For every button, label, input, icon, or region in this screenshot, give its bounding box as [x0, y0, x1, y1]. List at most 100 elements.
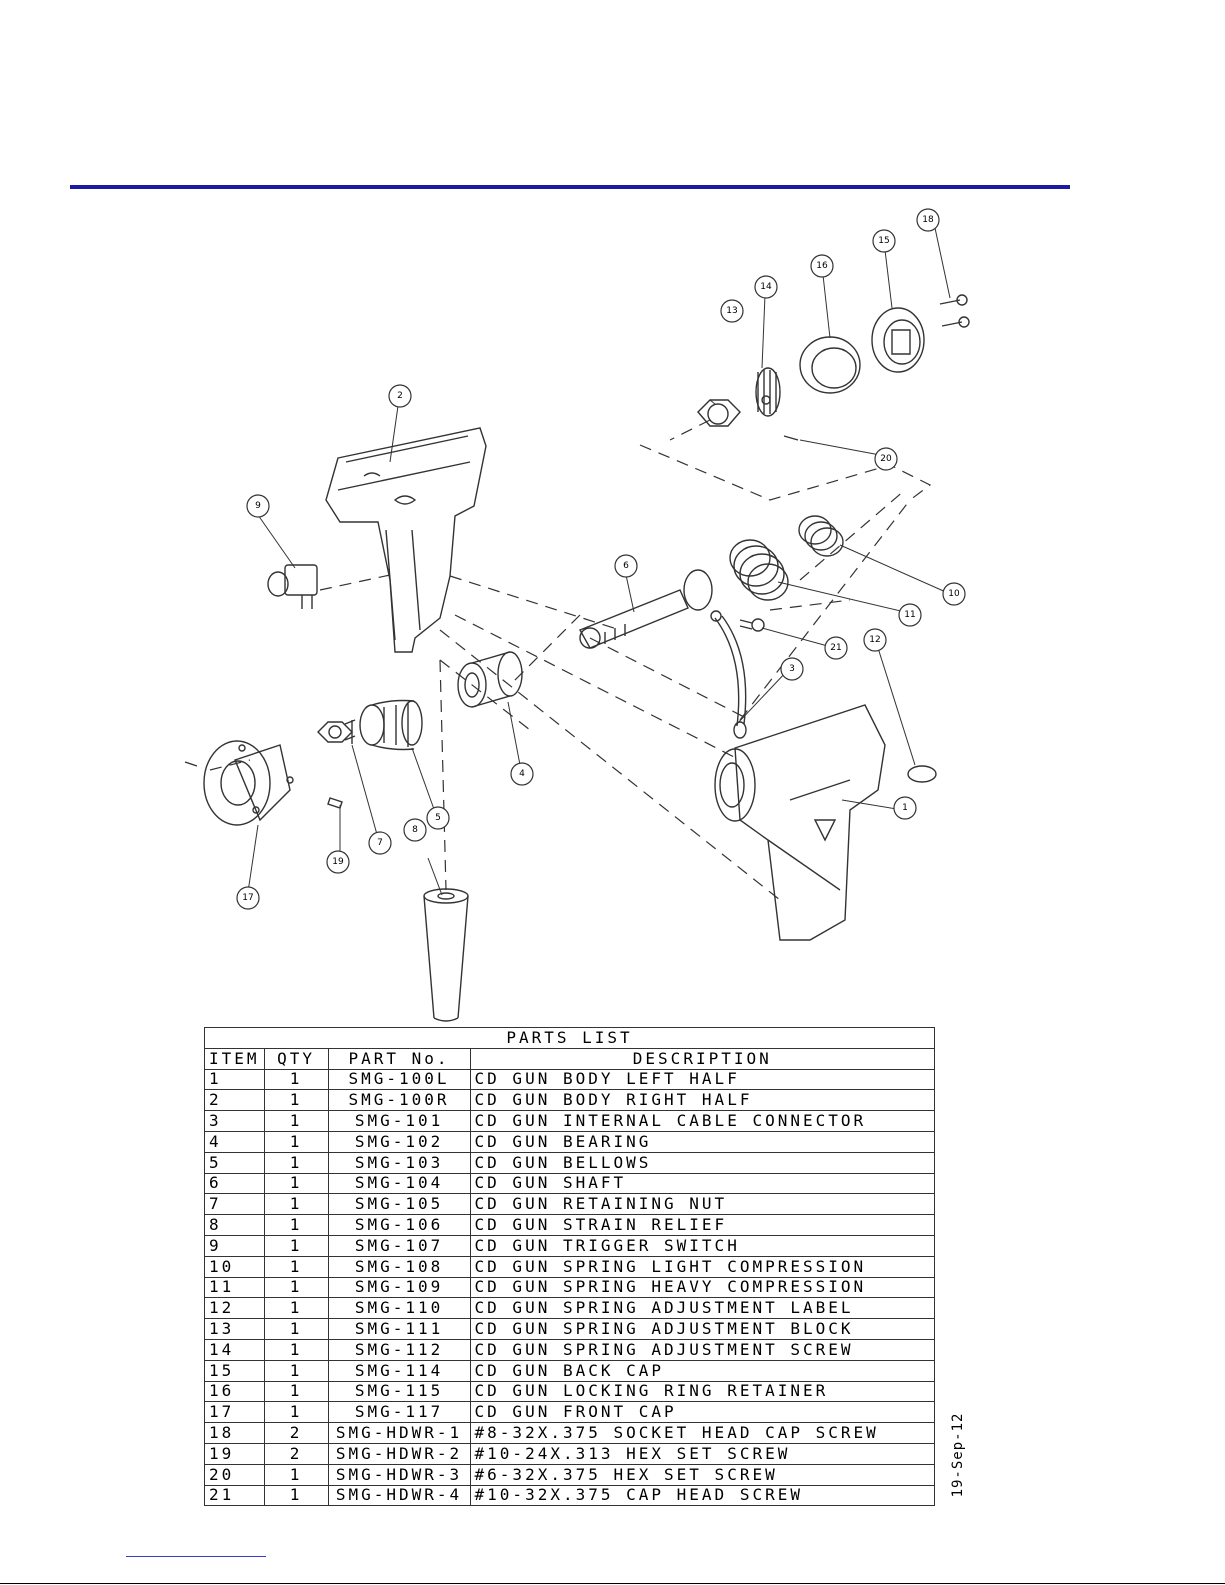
cell-description: CD GUN BACK CAP — [469, 1359, 936, 1382]
cell-part-no: SMG-105 — [327, 1193, 471, 1216]
socket-head-cap-screw-part — [939, 294, 970, 328]
cell-description: CD GUN INTERNAL CABLE CONNECTOR — [469, 1110, 936, 1132]
parts-list-title-row: PARTS LIST — [204, 1027, 935, 1049]
cell-qty: 1 — [263, 1359, 329, 1382]
cell-description: #8-32X.375 SOCKET HEAD CAP SCREW — [469, 1422, 936, 1444]
balloon-5: 5 — [426, 806, 450, 830]
balloon-12-label: 12 — [869, 635, 880, 645]
balloon-2: 2 — [388, 384, 412, 408]
balloon-14-label: 14 — [760, 282, 772, 292]
balloon-7-label: 7 — [377, 838, 383, 848]
cell-qty: 1 — [263, 1130, 329, 1153]
cell-description: CD GUN SHAFT — [469, 1172, 936, 1195]
balloon-12: 12 — [863, 628, 887, 652]
balloon-10: 10 — [942, 582, 966, 606]
cell-part-no: SMG-104 — [327, 1172, 471, 1195]
balloon-9-label: 9 — [255, 501, 261, 511]
cell-item: 1 — [204, 1068, 265, 1091]
body-left-half-part — [714, 704, 886, 941]
cell-qty: 1 — [263, 1151, 329, 1174]
trigger-switch-part — [267, 564, 318, 609]
balloon-14: 14 — [754, 275, 778, 299]
cell-qty: 1 — [263, 1068, 329, 1091]
cell-part-no: SMG-102 — [327, 1130, 471, 1153]
cell-qty: 1 — [263, 1380, 329, 1403]
cell-description: CD GUN FRONT CAP — [469, 1401, 936, 1424]
cell-item: 4 — [204, 1130, 265, 1153]
balloon-6-label: 6 — [623, 561, 629, 571]
cell-item: 17 — [204, 1401, 265, 1424]
cell-qty: 1 — [263, 1089, 329, 1112]
cell-qty: 1 — [263, 1297, 329, 1320]
cell-part-no: SMG-107 — [327, 1234, 471, 1257]
cell-description: CD GUN SPRING ADJUSTMENT LABEL — [469, 1297, 936, 1320]
revision-date: 19-Sep-12 — [948, 1413, 968, 1498]
header-rule — [70, 185, 1070, 189]
cell-qty: 2 — [263, 1442, 329, 1465]
cell-qty: 1 — [263, 1318, 329, 1340]
light-spring-part — [798, 515, 844, 557]
balloon-17: 17 — [236, 886, 260, 910]
cell-qty: 1 — [263, 1276, 329, 1299]
cell-part-no: SMG-HDWR-4 — [327, 1484, 471, 1507]
cell-description: CD GUN TRIGGER SWITCH — [469, 1234, 936, 1257]
balloon-4-label: 4 — [519, 769, 525, 779]
cell-qty: 1 — [263, 1234, 329, 1257]
parts-list-table: PARTS LIST ITEM QTY PART No. DESCRIPTION… — [204, 1027, 936, 1507]
balloon-8-label: 8 — [412, 825, 418, 835]
body-right-half-part — [325, 427, 487, 653]
cell-item: 10 — [204, 1255, 265, 1278]
balloon-7: 7 — [368, 831, 392, 855]
cell-part-no: SMG-108 — [327, 1255, 471, 1278]
cell-qty: 2 — [263, 1422, 329, 1444]
cell-item: 21 — [204, 1484, 265, 1507]
balloon-13-label: 13 — [726, 306, 737, 316]
cell-item: 13 — [204, 1318, 265, 1340]
cell-part-no: SMG-115 — [327, 1380, 471, 1403]
cell-qty: 1 — [263, 1484, 329, 1507]
cell-part-no: SMG-103 — [327, 1151, 471, 1174]
balloon-3: 3 — [780, 657, 804, 681]
cell-description: CD GUN LOCKING RING RETAINER — [469, 1380, 936, 1403]
balloon-18-label: 18 — [922, 215, 934, 225]
balloon-17-label: 17 — [242, 893, 253, 903]
column-header-item: ITEM — [204, 1047, 265, 1070]
cell-item: 19 — [204, 1442, 265, 1465]
balloon-16-label: 16 — [816, 261, 828, 271]
cell-qty: 1 — [263, 1338, 329, 1361]
balloon-19: 19 — [326, 850, 350, 874]
balloon-5-label: 5 — [435, 813, 441, 823]
balloon-20-label: 20 — [880, 454, 892, 464]
cell-item: 8 — [204, 1214, 265, 1236]
cell-qty: 1 — [263, 1401, 329, 1424]
strain-relief-part — [423, 888, 469, 1022]
cell-description: #10-32X.375 CAP HEAD SCREW — [469, 1484, 936, 1507]
shaft-part — [579, 569, 713, 649]
cell-part-no: SMG-112 — [327, 1338, 471, 1361]
cell-item: 5 — [204, 1151, 265, 1174]
cell-description: CD GUN BELLOWS — [469, 1151, 936, 1174]
cell-item: 6 — [204, 1172, 265, 1195]
cell-description: CD GUN BODY LEFT HALF — [469, 1068, 936, 1091]
cell-part-no: SMG-117 — [327, 1401, 471, 1424]
balloon-18: 18 — [916, 208, 940, 232]
balloon-11: 11 — [898, 603, 922, 627]
cell-part-no: SMG-110 — [327, 1297, 471, 1320]
cell-description: #10-24X.313 HEX SET SCREW — [469, 1442, 936, 1465]
cell-item: 7 — [204, 1193, 265, 1216]
cell-part-no: SMG-HDWR-3 — [327, 1463, 471, 1486]
cell-item: 9 — [204, 1234, 265, 1257]
locking-ring-retainer-part — [799, 336, 861, 394]
